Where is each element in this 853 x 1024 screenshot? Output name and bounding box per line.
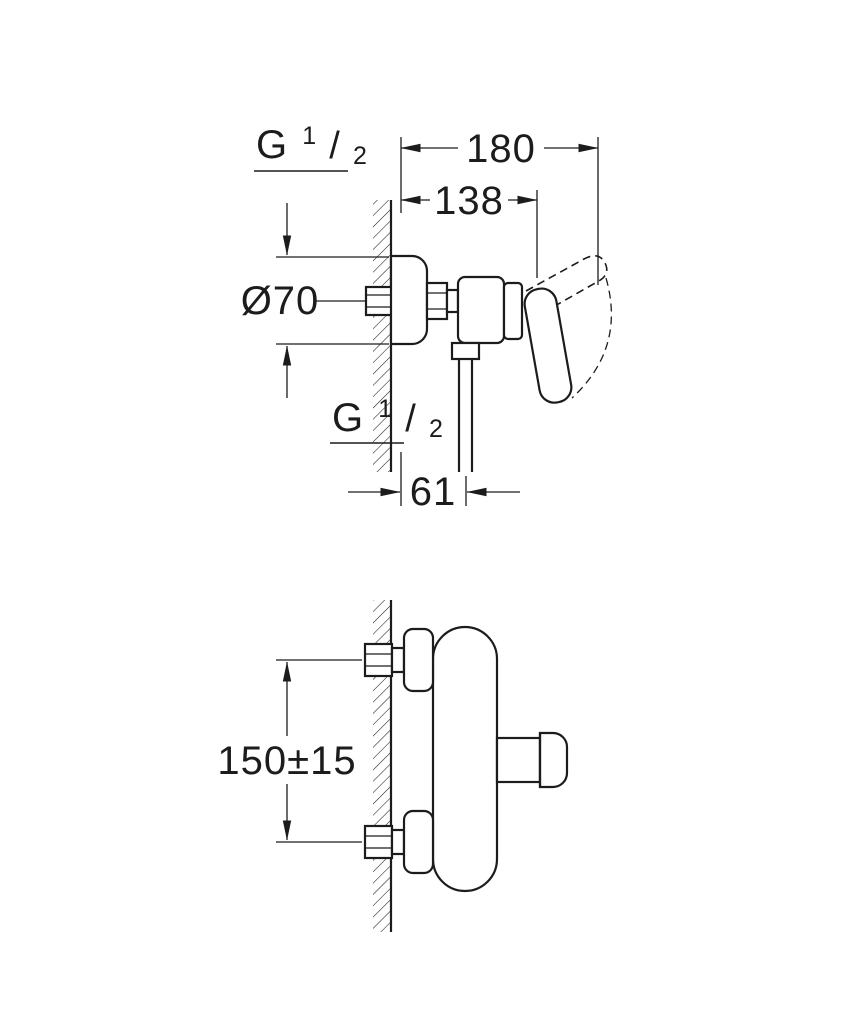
- wall-hatching: [373, 200, 391, 472]
- mixer-side-profile: [364, 254, 613, 472]
- wall-escutcheon: [389, 254, 429, 346]
- dimension-body-depth: 138: [400, 179, 538, 278]
- dim-180-label: 180: [466, 127, 536, 171]
- thread-label-outlet: G 1 / 2: [330, 382, 444, 444]
- valve-body: [456, 275, 506, 345]
- thread-outlet-text: G 1 / 2: [332, 382, 444, 443]
- front-view: 150±15: [217, 600, 569, 932]
- spout-cap: [538, 731, 569, 789]
- handle-lever: [523, 287, 573, 404]
- dimension-mounting-distance: 150±15: [217, 659, 362, 843]
- supply-hex-nut: [363, 642, 394, 678]
- mounting-connection-top: [363, 627, 435, 693]
- supply-hex-nut: [363, 824, 394, 860]
- union-stub: [390, 828, 406, 856]
- dimension-overall-depth: 180: [400, 127, 599, 285]
- outlet-hex: [450, 341, 481, 361]
- wall-escutcheon: [402, 627, 435, 693]
- dim-150-label: 150±15: [217, 739, 356, 783]
- side-view: 180 138 G 1 / 2: [241, 109, 613, 514]
- handle-swing-arc: [571, 277, 613, 399]
- dim-61-label: 61: [410, 470, 457, 514]
- union-stub: [390, 646, 406, 674]
- spout-outlet: [495, 731, 569, 789]
- mounting-connection-bottom: [363, 809, 435, 875]
- union-neck: [445, 288, 460, 314]
- cartridge-cap: [502, 281, 524, 341]
- wall-escutcheon: [402, 809, 435, 875]
- mixer-front-profile: [363, 625, 569, 893]
- supply-hex-nut: [364, 285, 394, 317]
- thread-inlet-text: G 1 / 2: [256, 109, 368, 170]
- mixer-body: [431, 625, 499, 893]
- spout-cylinder: [495, 736, 542, 784]
- dim-70-label: Ø70: [241, 279, 320, 323]
- dim-138-label: 138: [434, 179, 504, 223]
- handle-raised-dashed: [525, 255, 608, 312]
- union-nut: [425, 281, 449, 321]
- dimension-outlet-offset: 61: [348, 452, 520, 514]
- thread-label-inlet: G 1 / 2: [254, 109, 368, 172]
- dimension-escutcheon-diameter: Ø70: [241, 203, 389, 398]
